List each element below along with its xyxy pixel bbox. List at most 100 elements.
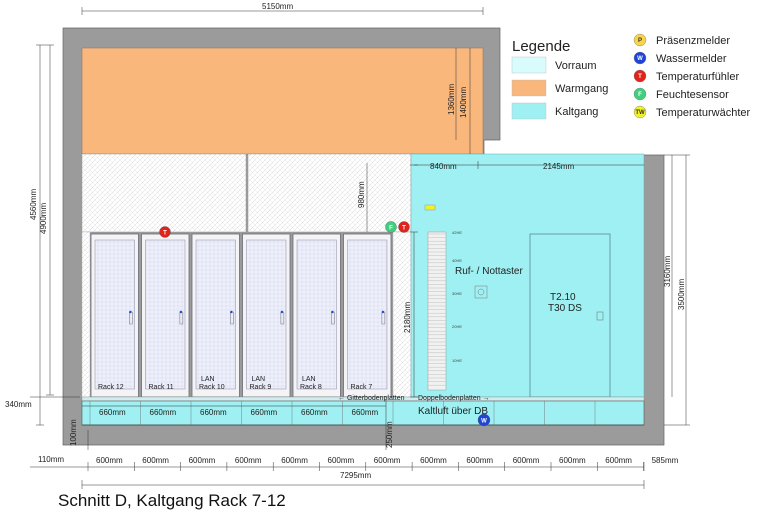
legend-area-label: Vorraum [555, 60, 597, 72]
legend-sensor-w-icon: W [633, 51, 647, 65]
rack-11: Rack 11 [141, 233, 190, 398]
dim-right-h1: 3160mm [663, 256, 672, 287]
temperature-sensor-top: T [159, 226, 171, 238]
dim-rack-width: 660mm [99, 408, 126, 417]
dim-vorraum-w2: 2145mm [543, 162, 574, 171]
legend-sensor-label: Präsenzmelder [656, 35, 730, 47]
rack-prefix-label: LAN [252, 376, 266, 383]
legend-sensor-t-icon: T [633, 69, 647, 83]
legend-sensor-label: Temperaturfühler [656, 71, 739, 83]
dim-tile-width: 600mm [374, 456, 401, 465]
dim-tile-width: 600mm [328, 456, 355, 465]
rack-7: Rack 7 [343, 233, 392, 398]
dim-top-width: 5150mm [262, 2, 293, 11]
dim-rack-width: 660mm [150, 408, 177, 417]
door: T2.10 T30 DS [529, 233, 611, 398]
gitterboden-label: ← Gitterbodenplatten [338, 395, 405, 402]
legend-sensor-label: Temperaturwächter [656, 107, 750, 119]
dim-vorraum-w1: 840mm [430, 162, 457, 171]
dim-tile-width: 600mm [420, 456, 447, 465]
rack-label: Rack 11 [149, 384, 174, 391]
dim-floor-250: 250mm [385, 421, 394, 448]
door-label-2: T30 DS [548, 303, 582, 314]
legend-sensor-p-icon: P [633, 33, 647, 47]
dim-tile-width: 600mm [96, 456, 123, 465]
svg-text:T: T [638, 74, 642, 80]
svg-text:F: F [638, 92, 642, 98]
dim-tile-width: 600mm [559, 456, 586, 465]
ceiling-panel-right [247, 153, 412, 233]
rack-label: Rack 12 [98, 384, 124, 391]
dim-rack-width: 660mm [200, 408, 227, 417]
legend-sensor-f-icon: F [633, 87, 647, 101]
dim-left-h1: 4560mm [29, 189, 38, 220]
cold-aisle-side-left [81, 231, 91, 398]
tw-sensor-small [424, 204, 436, 211]
water-sensor: W [477, 413, 491, 427]
rack-unit-ruler: 42HE 40HE 30HE 20HE 10HE [427, 230, 462, 391]
svg-text:P: P [638, 38, 642, 44]
legend-title: Legende [512, 38, 570, 55]
rack-unit-top-label: 42HE [452, 230, 462, 235]
svg-text:T: T [402, 226, 406, 232]
dim-wall-110: 110mm [38, 455, 64, 464]
ceiling-panel-left [81, 153, 247, 233]
dim-total-width: 7295mm [340, 471, 371, 480]
rack-unit-label: 30HE [452, 291, 462, 296]
door-label-1: T2.10 [550, 292, 576, 303]
emergency-button-icon [474, 285, 488, 299]
svg-text:TW: TW [635, 110, 645, 116]
rack-label: Rack 9 [250, 384, 272, 391]
dim-tile-width: 600mm [513, 456, 540, 465]
dim-tile-width: 600mm [605, 456, 632, 465]
dim-rack-width: 660mm [301, 408, 328, 417]
dim-left-floor: 340mm [5, 400, 32, 409]
dim-door-height: 2180mm [403, 302, 412, 333]
drawing-caption: Schnitt D, Kaltgang Rack 7-12 [58, 491, 286, 510]
dim-tile-width: 600mm [189, 456, 216, 465]
kaltluft-label: Kaltluft über DB [418, 406, 488, 417]
legend-sensor-label: Wassermelder [656, 53, 727, 65]
rack-prefix-label: LAN [302, 376, 316, 383]
svg-text:T: T [163, 231, 167, 237]
legend-swatch [511, 102, 547, 120]
dim-tile-width: 585mm [652, 456, 679, 465]
dim-tile-width: 600mm [142, 456, 169, 465]
dim-tile-width: 600mm [235, 456, 262, 465]
dim-left-h2: 4900mm [39, 203, 48, 234]
legend-swatch [511, 56, 547, 74]
rack-unit-label: 40HE [452, 258, 462, 263]
dim-rack-top-gap: 980mm [357, 181, 366, 208]
legend-sensor-label: Feuchtesensor [656, 89, 729, 101]
rack-label: Rack 7 [351, 384, 373, 391]
dim-warm-h2: 1400mm [459, 87, 468, 118]
rack-label: Rack 8 [300, 384, 322, 391]
dim-tile-width: 600mm [281, 456, 308, 465]
humidity-sensor: F [385, 221, 397, 233]
svg-text:W: W [637, 56, 643, 62]
rack-label: Rack 10 [199, 384, 225, 391]
svg-text:W: W [481, 419, 487, 425]
rack-prefix-label: LAN [201, 376, 215, 383]
dim-rack-width: 660mm [251, 408, 278, 417]
rack-unit-label: 20HE [452, 324, 462, 329]
dimension-lines [30, 7, 690, 486]
rack-12: Rack 12 [90, 233, 139, 398]
dim-right-h2: 3500mm [677, 279, 686, 310]
raised-floor [81, 396, 645, 426]
dim-tile-width: 600mm [466, 456, 493, 465]
warmgang-area [81, 47, 484, 155]
legend-swatch [511, 79, 547, 97]
rack-unit-label: 10HE [452, 358, 462, 363]
legend-sensor-tw-icon: TW [633, 105, 647, 119]
doppelboden-label: Doppelbodenplatten → [418, 395, 490, 402]
dim-left-bottom: 100mm [69, 419, 78, 446]
legend-area-label: Warmgang [555, 83, 608, 95]
temperature-sensor-right: T [398, 221, 410, 233]
